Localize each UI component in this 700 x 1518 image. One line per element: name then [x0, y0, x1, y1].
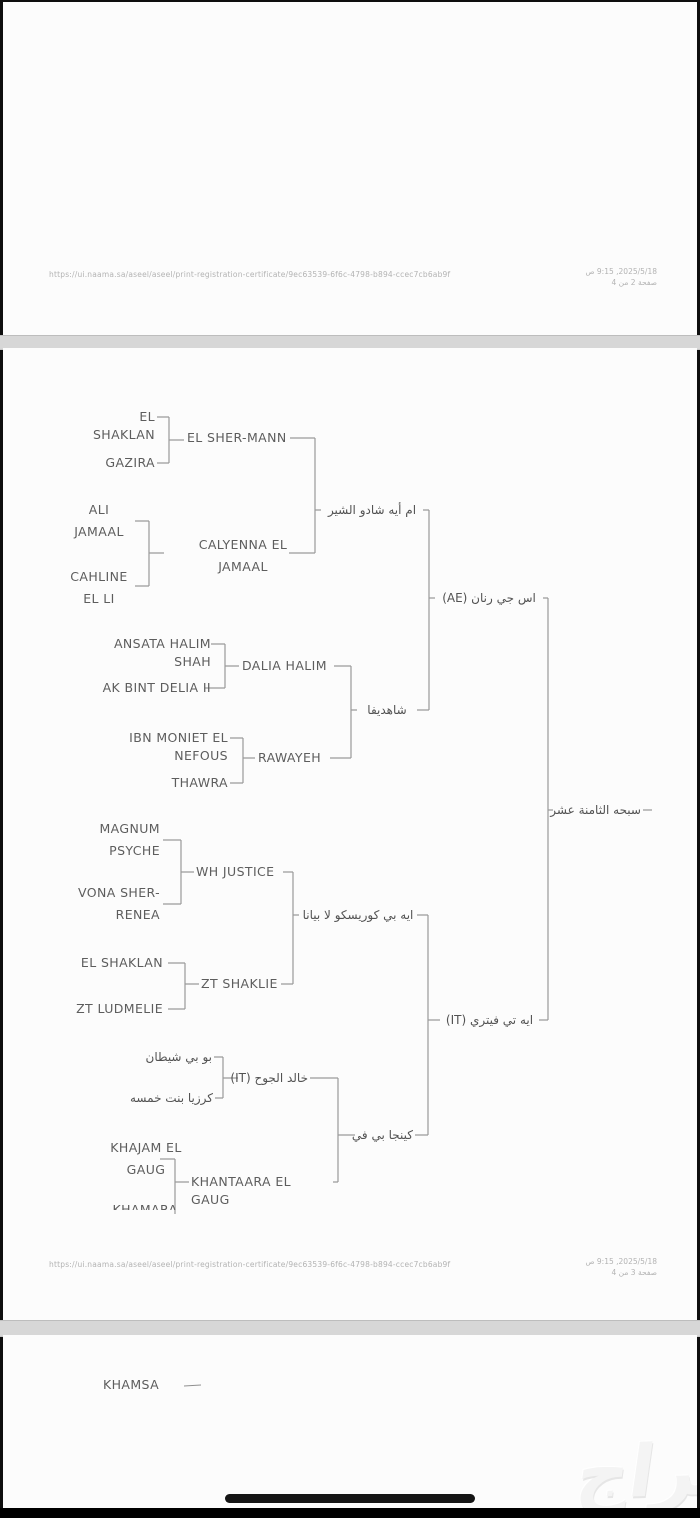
tree-node-ali-jamaal: ALI JAMAAL [74, 502, 124, 539]
footer-datetime: 2025/5/18, 9:15 ص [585, 267, 657, 276]
tree-node-thawra: THAWRA [171, 775, 228, 790]
tree-node-khajam-el-gaug: KHAJAM EL GAUG [110, 1140, 182, 1177]
tree-node-khamara-clipped: KHAMARA [112, 1202, 178, 1210]
tree-node-zt-shaklie: ZT SHAKLIE [201, 976, 278, 991]
tree-node-ibn-moniet-el-nefous: IBN MONIET EL NEFOUS [129, 730, 228, 763]
khamsa-connector-dash [183, 1384, 202, 1387]
tree-node-um-ayh-shadow-al-sher: ام أيه شادو الشير [327, 503, 417, 517]
haraj-watermark: حراج [571, 1425, 697, 1508]
tree-node-es-gi-ranan: اس جي رنان (AE) [442, 591, 536, 605]
pedigree-connector-lines [135, 416, 652, 1214]
tree-node-ayh-bi-corisco-la-biana: ايه بي كوريسكو لا بيانا [302, 908, 414, 922]
tree-node-kinja-bi-vi: كينجا بي في [351, 1128, 413, 1142]
tree-node-karzia-bint-khamsa: كرزيا بنت خمسه [130, 1091, 213, 1105]
tree-node-wh-justice: WH JUSTICE [196, 864, 275, 879]
tree-node-el-shaklan-2: EL SHAKLAN [80, 955, 163, 970]
tree-node-rawayeh: RAWAYEH [258, 750, 322, 765]
document-page-3: EL SHAKLAN GAZIRA ALI JAMAAL CAHLINE EL … [3, 348, 697, 1320]
footer-datetime: 2025/5/18, 9:15 ص [585, 1257, 657, 1266]
tree-node-cahline-el-li: CAHLINE EL LI [70, 569, 128, 606]
tree-node-magnum-psyche: MAGNUM PSYCHE [99, 821, 160, 858]
home-indicator-bar [225, 1494, 475, 1503]
tree-node-ayh-ti-vitri: ايه تي فيتري (IT) [445, 1013, 534, 1027]
bottom-bezel [0, 1508, 700, 1518]
tree-node-shahdifa: شاهديفا [367, 703, 407, 717]
footer-meta: 2025/5/18, 9:15 ص صفحة 3 من 4 [585, 1256, 657, 1278]
footer-page-number: صفحة 3 من 4 [611, 1268, 657, 1277]
tree-node-gazira: GAZIRA [105, 455, 155, 470]
tree-node-el-sher-mann: EL SHER-MANN [187, 430, 287, 445]
tree-node-calyenna-el-jamaal: CALYENNA EL JAMAAL [198, 537, 288, 574]
tree-node-dalia-halim: DALIA HALIM [242, 658, 327, 673]
footer-url: https://ui.naama.sa/aseel/aseel/print-re… [49, 1260, 451, 1269]
tree-node-ak-bint-delia-ii: AK BINT DELIA II [102, 680, 211, 695]
tree-node-khamsa: KHAMSA [103, 1377, 160, 1392]
footer-meta: 2025/5/18, 9:15 ص صفحة 2 من 4 [585, 266, 657, 288]
tree-node-ansata-halim-shah: ANSATA HALIM SHAH [113, 636, 211, 669]
footer-url: https://ui.naama.sa/aseel/aseel/print-re… [49, 270, 451, 279]
tree-node-khantaara-el-gaug: KHANTAARA EL GAUG [191, 1174, 291, 1207]
footer-page-number: صفحة 2 من 4 [611, 278, 657, 287]
tree-node-el-shaklan: EL SHAKLAN [92, 409, 155, 442]
tree-node-bo-bi-shaytan: بو بي شيطان [145, 1050, 213, 1064]
tree-node-khalid-al-jooh: خالد الجوح (IT) [230, 1071, 308, 1085]
document-page-2: https://ui.naama.sa/aseel/aseel/print-re… [3, 2, 697, 335]
tree-node-zt-ludmelie: ZT LUDMELIE [76, 1001, 163, 1016]
tree-node-vona-sher-renea: VONA SHER-RENEA [78, 885, 160, 922]
tree-node-root-subha: سبحه الثامنة عشر [550, 803, 641, 817]
document-page-4: KHAMSA حراج [3, 1335, 697, 1508]
